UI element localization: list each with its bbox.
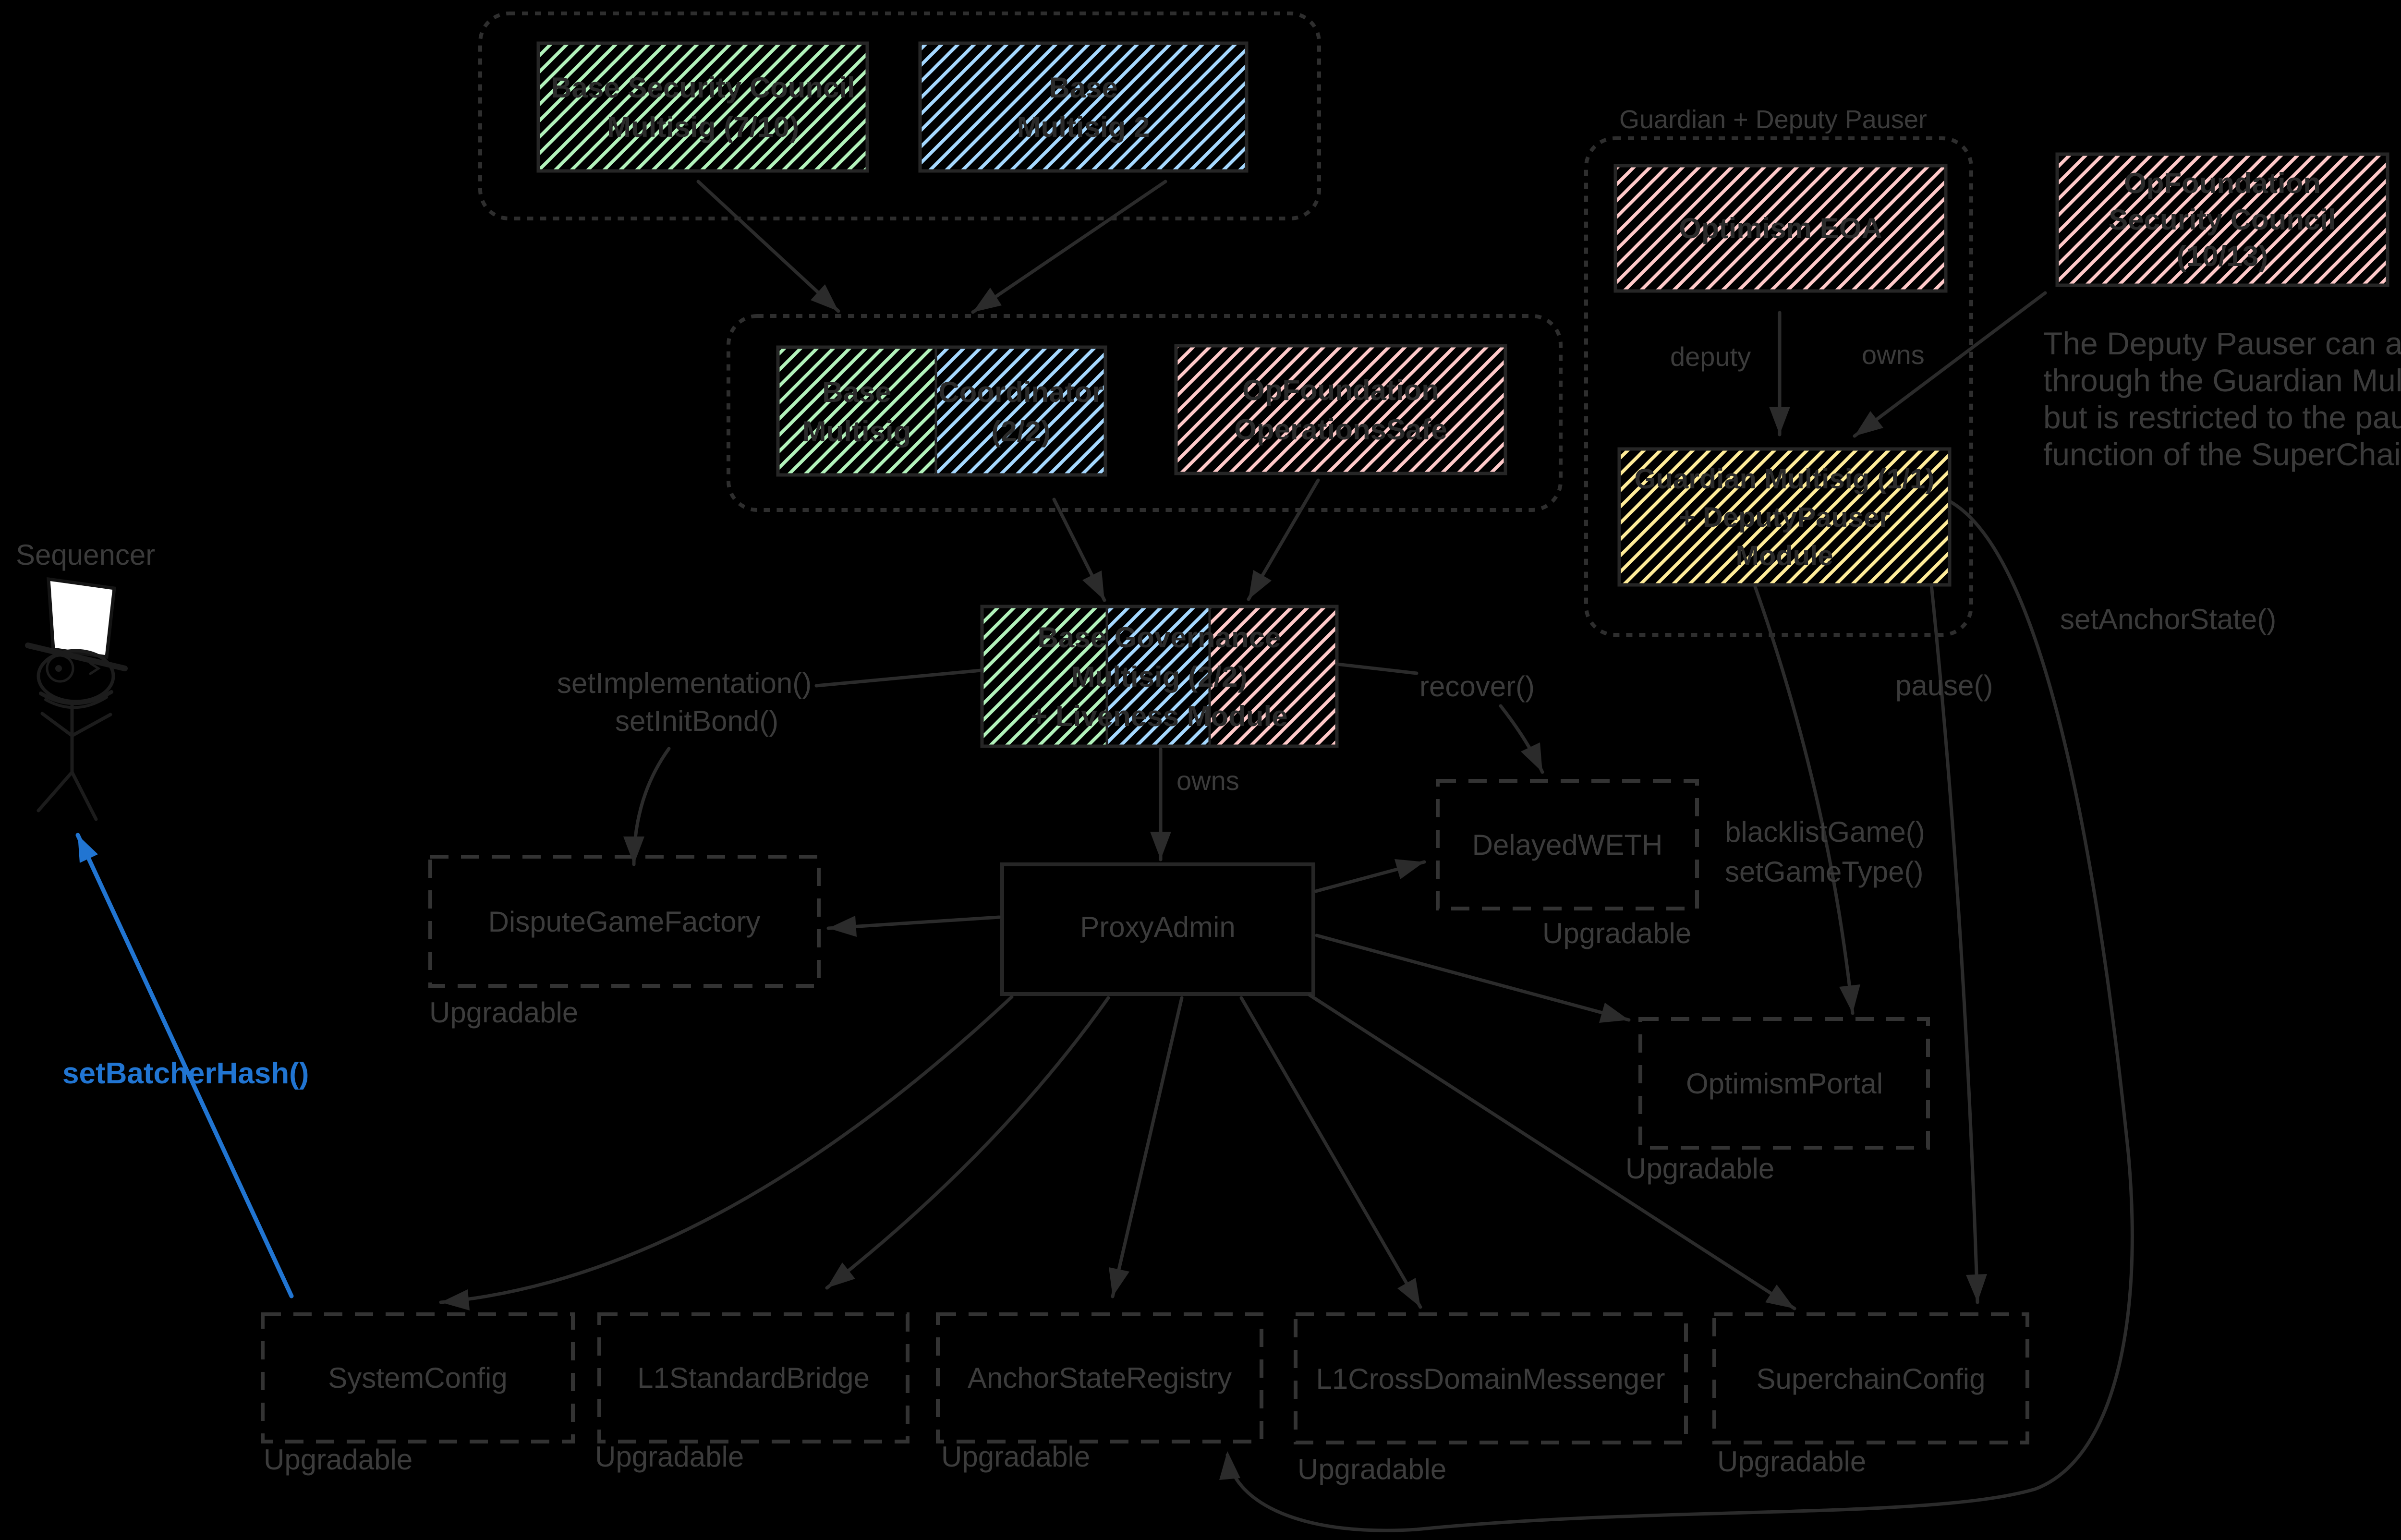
svg-text:SuperchainConfig: SuperchainConfig: [1757, 1363, 1986, 1395]
svg-text:Base: Base: [822, 376, 891, 408]
svg-text:Upgradable: Upgradable: [429, 996, 578, 1029]
svg-text:OpFoundation: OpFoundation: [2124, 167, 2321, 199]
svg-text:Multisig (2/2): Multisig (2/2): [1071, 661, 1248, 693]
svg-text:AnchorStateRegistry: AnchorStateRegistry: [968, 1362, 1232, 1394]
svg-text:Upgradable: Upgradable: [1542, 917, 1691, 949]
svg-text:owns: owns: [1862, 340, 1925, 370]
svg-text:OptimismPortal: OptimismPortal: [1686, 1067, 1883, 1100]
svg-text:Guardian + Deputy Pauser: Guardian + Deputy Pauser: [1619, 105, 1927, 134]
svg-text:L1CrossDomainMessenger: L1CrossDomainMessenger: [1316, 1363, 1665, 1395]
svg-text:Guardian Multisig (1/1): Guardian Multisig (1/1): [1634, 463, 1934, 495]
svg-text:Base Governance: Base Governance: [1038, 621, 1281, 654]
svg-text:Multisig (7/10): Multisig (7/10): [607, 111, 799, 143]
svg-text:Base Security Council: Base Security Council: [551, 72, 855, 104]
svg-text:Upgradable: Upgradable: [1298, 1453, 1446, 1485]
svg-text:SystemConfig: SystemConfig: [328, 1362, 507, 1394]
svg-text:Sequencer: Sequencer: [16, 539, 155, 571]
svg-text:Optimism EOA: Optimism EOA: [1679, 212, 1882, 244]
svg-text:Upgradable: Upgradable: [595, 1441, 744, 1473]
svg-text:Coordinator: Coordinator: [938, 376, 1103, 408]
svg-text:DelayedWETH: DelayedWETH: [1472, 829, 1663, 861]
svg-text:Upgradable: Upgradable: [264, 1443, 412, 1476]
svg-text:Security Council: Security Council: [2109, 204, 2336, 236]
svg-text:Base: Base: [1049, 72, 1117, 104]
svg-text:Upgradable: Upgradable: [1717, 1445, 1866, 1478]
svg-text:OperationsSafe: OperationsSafe: [1234, 413, 1447, 446]
svg-text:recover(): recover(): [1419, 670, 1535, 703]
svg-text:Multisig: Multisig: [802, 415, 911, 448]
svg-text:pause(): pause(): [1895, 669, 1993, 702]
svg-text:DisputeGameFactory: DisputeGameFactory: [488, 906, 761, 938]
svg-text:Module: Module: [1736, 540, 1833, 571]
svg-text:The Deputy Pauser can act: The Deputy Pauser can act: [2043, 326, 2401, 361]
svg-text:L1StandardBridge: L1StandardBridge: [637, 1362, 870, 1394]
svg-text:(10/13): (10/13): [2177, 240, 2268, 272]
svg-text:Upgradable: Upgradable: [1625, 1152, 1774, 1185]
svg-text:Upgradable: Upgradable: [941, 1441, 1090, 1473]
svg-text:+ DeputyPauser: + DeputyPauser: [1679, 502, 1890, 533]
svg-text:(2/2): (2/2): [991, 415, 1050, 448]
svg-text:but is restricted to the pause: but is restricted to the pause(): [2043, 400, 2401, 435]
svg-text:Multisig 2: Multisig 2: [1017, 111, 1150, 143]
svg-text:blacklistGame(): blacklistGame(): [1725, 816, 1925, 848]
svg-text:function of the SuperChainConf: function of the SuperChainConfig: [2043, 437, 2401, 472]
svg-text:ProxyAdmin: ProxyAdmin: [1080, 911, 1235, 943]
svg-text:OpFoundation: OpFoundation: [1242, 374, 1439, 406]
svg-text:setAnchorState(): setAnchorState(): [2060, 603, 2276, 635]
svg-text:setGameType(): setGameType(): [1725, 856, 1923, 888]
svg-text:through the Guardian Multisig,: through the Guardian Multisig,: [2043, 363, 2401, 398]
svg-text:setBatcherHash(): setBatcherHash(): [62, 1057, 309, 1090]
svg-text:setInitBond(): setInitBond(): [615, 705, 778, 737]
svg-text:owns: owns: [1176, 765, 1239, 796]
svg-text:+ Liveness Module: + Liveness Module: [1031, 700, 1287, 732]
svg-text:deputy: deputy: [1670, 341, 1751, 372]
svg-text:setImplementation(): setImplementation(): [557, 667, 812, 699]
